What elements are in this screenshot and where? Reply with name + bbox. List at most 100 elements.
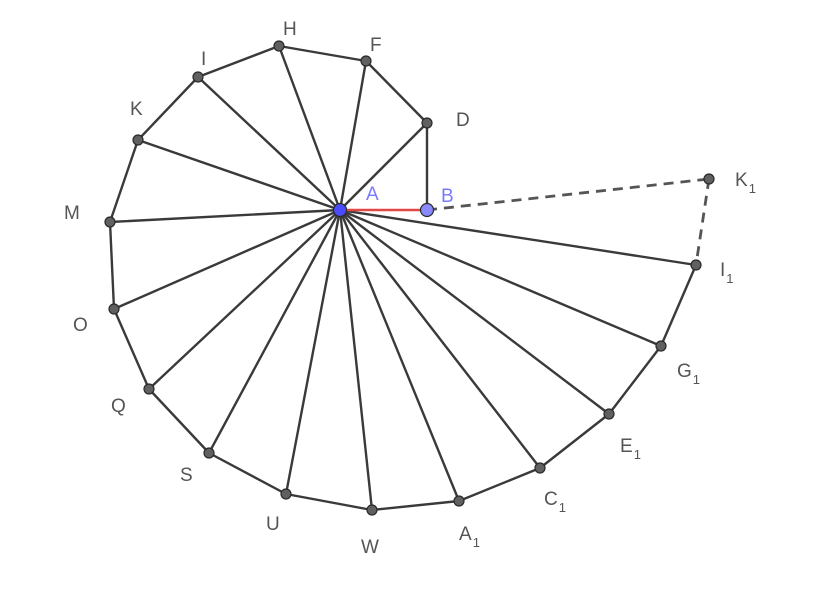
point-f[interactable] bbox=[360, 55, 372, 67]
outline-layer bbox=[108, 44, 698, 512]
point-q[interactable] bbox=[143, 383, 155, 395]
point-u[interactable] bbox=[280, 488, 292, 500]
point-a1[interactable] bbox=[453, 495, 465, 507]
point-i1[interactable] bbox=[690, 259, 702, 271]
label-g1-subscript: 1 bbox=[693, 372, 700, 387]
outline-a1-c1 bbox=[457, 466, 542, 503]
label-c1-text: C bbox=[544, 489, 558, 510]
point-s[interactable] bbox=[203, 447, 215, 459]
outline-d-f bbox=[364, 59, 429, 125]
outline-e1-g1 bbox=[607, 344, 663, 416]
label-a: A bbox=[366, 184, 379, 205]
label-b-text: B bbox=[441, 186, 454, 207]
label-d-text: D bbox=[456, 110, 470, 131]
radius-a-o bbox=[112, 208, 342, 311]
radius-a-i bbox=[196, 75, 342, 212]
label-a1-subscript: 1 bbox=[473, 535, 480, 550]
point-h[interactable] bbox=[273, 40, 285, 52]
outline-h-i bbox=[196, 44, 281, 79]
point-o[interactable] bbox=[108, 303, 120, 315]
point-e1[interactable] bbox=[603, 408, 615, 420]
label-q-text: Q bbox=[111, 396, 126, 417]
radius-a-m bbox=[108, 208, 342, 224]
radius-a-u bbox=[284, 208, 342, 496]
label-i1: I1 bbox=[720, 260, 734, 286]
label-u: U bbox=[266, 514, 280, 535]
label-o: O bbox=[73, 315, 88, 336]
label-e1-text: E bbox=[620, 436, 633, 457]
label-c1-subscript: 1 bbox=[559, 500, 566, 515]
label-k: K bbox=[130, 99, 143, 120]
dashed-b-k1 bbox=[426, 177, 710, 212]
radius-a-k bbox=[136, 138, 342, 212]
point-m[interactable] bbox=[104, 216, 116, 228]
label-s-text: S bbox=[180, 465, 193, 486]
outline-m-o bbox=[108, 220, 116, 311]
label-i: I bbox=[201, 49, 206, 70]
dashed-k1-i1 bbox=[694, 178, 711, 266]
label-a1-text: A bbox=[459, 524, 472, 545]
label-g1: G1 bbox=[677, 361, 700, 387]
point-g1[interactable] bbox=[655, 340, 667, 352]
point-c1[interactable] bbox=[534, 462, 546, 474]
points-layer bbox=[104, 40, 715, 516]
point-b[interactable] bbox=[419, 202, 435, 218]
label-g1-text: G bbox=[677, 361, 692, 382]
point-d[interactable] bbox=[421, 117, 433, 129]
point-a[interactable] bbox=[332, 202, 348, 218]
outline-c1-e1 bbox=[538, 412, 611, 470]
label-e1: E1 bbox=[620, 436, 641, 462]
label-i1-text: I bbox=[720, 260, 725, 281]
radius-a-s bbox=[207, 208, 342, 455]
point-k1[interactable] bbox=[703, 173, 715, 185]
radius-a-e1 bbox=[338, 208, 611, 416]
point-k[interactable] bbox=[132, 134, 144, 146]
outline-s-u bbox=[207, 451, 288, 496]
label-k1: K1 bbox=[735, 170, 756, 196]
label-s: S bbox=[180, 465, 193, 486]
outline-u-w bbox=[284, 492, 374, 512]
label-k1-subscript: 1 bbox=[749, 181, 756, 196]
label-f-text: F bbox=[370, 35, 382, 56]
radii-layer bbox=[108, 44, 698, 512]
outline-g1-i1 bbox=[659, 263, 698, 348]
radius-a-g1 bbox=[338, 208, 663, 348]
label-u-text: U bbox=[266, 514, 280, 535]
outline-w-a1 bbox=[370, 499, 461, 512]
radius-a-w bbox=[338, 208, 374, 512]
label-f: F bbox=[370, 35, 382, 56]
label-m-text: M bbox=[64, 203, 80, 224]
label-m: M bbox=[64, 203, 80, 224]
outline-q-s bbox=[147, 387, 211, 455]
label-i-text: I bbox=[201, 49, 206, 70]
radius-a-a1 bbox=[338, 208, 461, 503]
radius-a-i1 bbox=[338, 208, 698, 267]
point-i[interactable] bbox=[192, 71, 204, 83]
label-w: W bbox=[361, 537, 379, 558]
radius-a-d bbox=[338, 121, 429, 212]
label-e1-subscript: 1 bbox=[634, 447, 641, 462]
label-d: D bbox=[456, 110, 470, 131]
label-h-text: H bbox=[283, 19, 297, 40]
label-q: Q bbox=[111, 396, 126, 417]
label-a1: A1 bbox=[459, 524, 480, 550]
radius-a-h bbox=[277, 44, 342, 212]
label-w-text: W bbox=[361, 537, 379, 558]
radius-a-q bbox=[147, 208, 342, 391]
label-o-text: O bbox=[73, 315, 88, 336]
label-b: B bbox=[441, 186, 454, 207]
outline-o-q bbox=[112, 307, 151, 391]
point-w[interactable] bbox=[366, 504, 378, 516]
outline-k-m bbox=[108, 138, 140, 224]
label-h: H bbox=[283, 19, 297, 40]
outline-f-h bbox=[277, 44, 368, 63]
radius-a-f bbox=[338, 59, 368, 212]
label-c1: C1 bbox=[544, 489, 566, 515]
radius-a-c1 bbox=[338, 208, 542, 470]
label-k1-text: K bbox=[735, 170, 748, 191]
dashed-layer bbox=[426, 177, 711, 266]
label-k-text: K bbox=[130, 99, 143, 120]
label-a-text: A bbox=[366, 184, 379, 205]
